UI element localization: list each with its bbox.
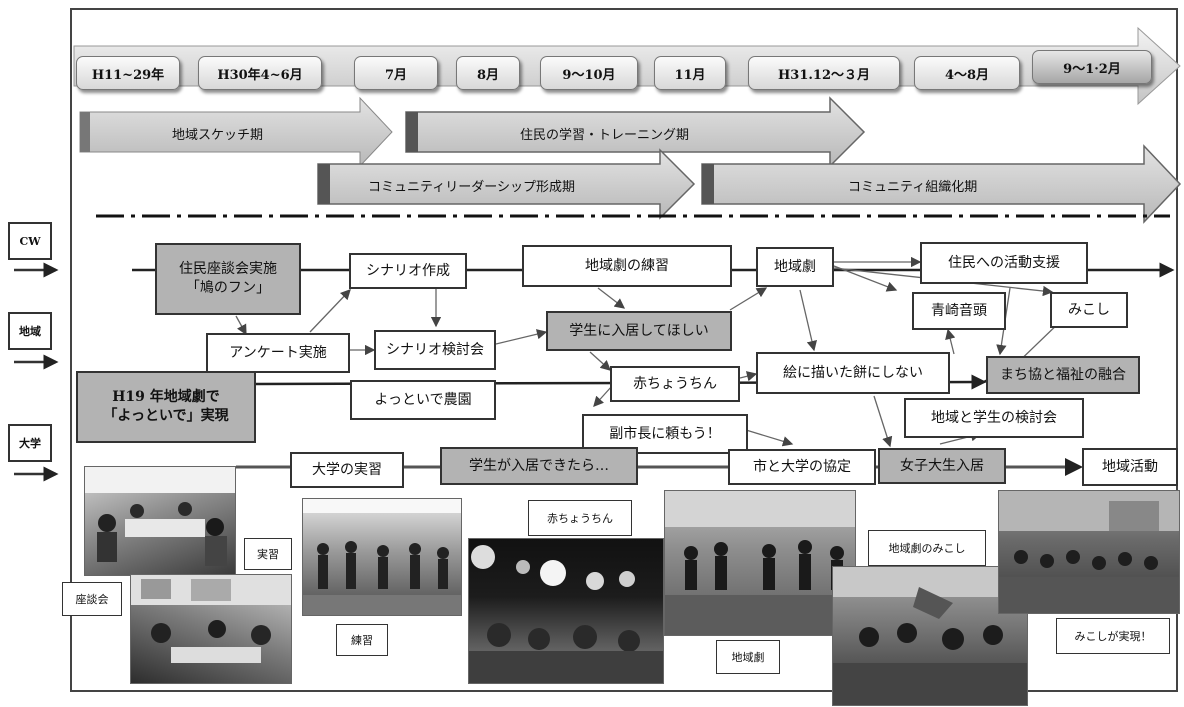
phase-organizing: コミュニティ組織化期 — [848, 180, 978, 195]
phase-learning: 住民の学習・トレーニング期 — [520, 128, 690, 143]
phase-leadership: コミュニティリーダーシップ形成期 — [368, 180, 575, 195]
timeline-9-10: 9～10月 — [540, 56, 638, 90]
node-meeting: 住民座談会実施 「鳩のフン」 — [155, 243, 301, 315]
photo-label-chiikigeki: 地域劇 — [716, 640, 780, 674]
photo-label-akachochin: 赤ちょうちん — [528, 500, 632, 536]
photo-label-geki-mikoshi: 地域劇のみこし — [868, 530, 986, 566]
node-h19: H19 年地域劇で 「よっといで」実現 — [76, 371, 256, 443]
node-rehearsal: 地域劇の練習 — [522, 245, 732, 287]
photo-label-renshu: 練習 — [336, 624, 388, 656]
photo-chiikigeki — [664, 490, 856, 636]
node-scenario-review: シナリオ検討会 — [374, 330, 496, 370]
node-lantern: 赤ちょうちん — [610, 366, 740, 402]
timeline-h31: H31.12～３月 — [748, 56, 900, 90]
side-arrows — [14, 262, 59, 482]
photo-geki-mikoshi-scene — [833, 567, 1027, 705]
node-practicum: 大学の実習 — [290, 452, 404, 488]
node-scenario-make: シナリオ作成 — [349, 253, 467, 289]
photo-zadankai-scene — [85, 467, 235, 566]
photo-zadankai — [84, 466, 236, 576]
side-label-cw: CW — [8, 222, 52, 260]
node-female-students: 女子大生入居 — [878, 448, 1006, 484]
photo-renshu-scene — [303, 499, 461, 615]
timeline-8: 8月 — [456, 56, 520, 90]
photo-jisshu — [130, 574, 292, 684]
photo-akachochin-scene — [469, 545, 663, 683]
phase-sketch: 地域スケッチ期 — [172, 128, 264, 143]
node-want-students: 学生に入居してほしい — [546, 311, 732, 351]
photo-akachochin — [468, 538, 664, 684]
node-support: 住民への活動支援 — [920, 242, 1088, 284]
node-if-students: 学生が入居できたら… — [440, 447, 638, 485]
photo-mikoshi-jitsugen-scene — [999, 491, 1179, 613]
node-yottoide: よっといで農園 — [350, 380, 496, 420]
photo-jisshu-scene — [131, 575, 291, 663]
node-activity: 地域活動 — [1082, 448, 1178, 486]
node-merge: まち協と福祉の融合 — [986, 356, 1140, 394]
side-label-university: 大学 — [8, 424, 52, 462]
photo-label-mikoshi-jitsugen: みこしが実現！ — [1056, 618, 1170, 654]
photo-label-zadankai: 座談会 — [62, 582, 122, 616]
timeline-h11-29: H11~29年 — [76, 56, 180, 90]
node-review-meeting: 地域と学生の検討会 — [904, 398, 1084, 438]
side-label-region: 地域 — [8, 312, 52, 350]
photo-geki-mikoshi — [832, 566, 1028, 706]
phase-arrow-leadership — [317, 148, 696, 220]
phase-arrow-organizing — [701, 144, 1182, 224]
timeline-h30: H30年4~6月 — [198, 56, 322, 90]
phase-arrow-learning — [405, 96, 866, 168]
timeline-7: 7月 — [354, 56, 438, 90]
timeline-4-8: 4～8月 — [914, 56, 1020, 90]
node-mikoshi: みこし — [1050, 292, 1128, 328]
photo-label-jisshu: 実習 — [244, 538, 292, 570]
photo-chiikigeki-scene — [665, 491, 855, 635]
photo-renshu — [302, 498, 462, 616]
node-play: 地域劇 — [756, 247, 834, 287]
node-survey: アンケート実施 — [206, 333, 350, 373]
timeline-9-1-2: 9～1·2月 — [1032, 50, 1152, 84]
photo-mikoshi-jitsugen — [998, 490, 1180, 614]
node-aosaki: 青崎音頭 — [912, 292, 1006, 330]
phase-arrow-sketch — [79, 96, 393, 168]
node-agreement: 市と大学の協定 — [728, 449, 876, 485]
timeline-11: 11月 — [654, 56, 726, 90]
node-not-pie: 絵に描いた餅にしない — [756, 352, 950, 394]
